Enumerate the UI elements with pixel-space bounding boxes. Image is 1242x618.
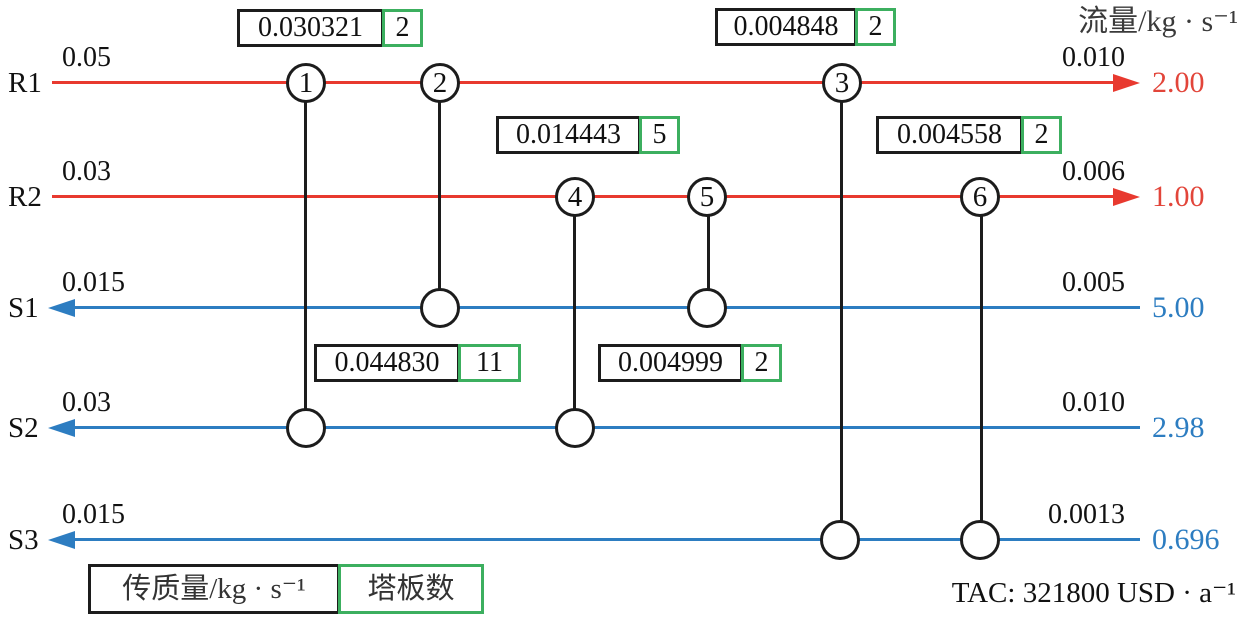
match-line-3 bbox=[840, 83, 843, 540]
exchanger-circle-3: 3 bbox=[822, 63, 862, 103]
exchanger-end-circle-5 bbox=[687, 288, 727, 328]
exchanger-circle-6: 6 bbox=[960, 177, 1000, 217]
flow-value-s3: 0.696 bbox=[1152, 523, 1220, 556]
match-label-box-4: 0.004558 2 bbox=[876, 116, 1062, 154]
match-line-5 bbox=[707, 197, 710, 308]
stage-count: 2 bbox=[382, 9, 423, 47]
stage-count: 11 bbox=[458, 344, 521, 382]
exchanger-circle-1: 1 bbox=[286, 63, 326, 103]
lean-arrow-left-icon bbox=[48, 299, 75, 317]
mass-value: 0.014443 bbox=[496, 116, 641, 154]
outlet-value-r2: 0.006 bbox=[1062, 156, 1125, 187]
stage-count: 2 bbox=[1021, 116, 1062, 154]
legend-stages-label: 塔板数 bbox=[338, 564, 484, 614]
flow-value-r1: 2.00 bbox=[1152, 66, 1205, 99]
lean-arrow-left-icon bbox=[48, 419, 75, 437]
legend: 传质量/kg · s⁻¹ 塔板数 bbox=[88, 564, 484, 614]
outlet-value-s3: 0.0013 bbox=[1048, 499, 1125, 530]
mass-value: 0.030321 bbox=[237, 9, 384, 47]
stream-label-s3: S3 bbox=[8, 524, 39, 556]
stream-line-s1 bbox=[66, 306, 1140, 309]
mass-value: 0.044830 bbox=[314, 344, 460, 382]
exchanger-circle-5: 5 bbox=[687, 177, 727, 217]
inlet-value-s2: 0.03 bbox=[62, 387, 111, 418]
stream-label-r2: R2 bbox=[8, 181, 42, 213]
flow-unit-label: 流量/kg · s⁻¹ bbox=[1078, 5, 1238, 38]
match-line-1 bbox=[304, 83, 307, 428]
match-line-4 bbox=[573, 197, 576, 428]
match-line-2 bbox=[438, 83, 441, 308]
exchanger-end-circle-1 bbox=[286, 408, 326, 448]
mass-value: 0.004848 bbox=[715, 8, 857, 46]
exchanger-end-circle-4 bbox=[555, 408, 595, 448]
match-label-box-5: 0.044830 11 bbox=[314, 344, 521, 382]
exchanger-end-circle-2 bbox=[420, 288, 460, 328]
stream-label-r1: R1 bbox=[8, 67, 42, 99]
match-label-box-2: 0.004848 2 bbox=[715, 8, 896, 46]
match-label-box-1: 0.030321 2 bbox=[237, 9, 423, 47]
inlet-value-r2: 0.03 bbox=[62, 156, 111, 187]
outlet-value-s1: 0.005 bbox=[1062, 267, 1125, 298]
exchanger-end-circle-3 bbox=[820, 520, 860, 560]
exchanger-end-circle-6 bbox=[960, 520, 1000, 560]
stream-line-s2 bbox=[66, 426, 1140, 429]
rich-arrow-right-icon bbox=[1113, 74, 1140, 92]
flow-value-s2: 2.98 bbox=[1152, 411, 1205, 444]
rich-arrow-right-icon bbox=[1113, 188, 1140, 206]
stage-count: 2 bbox=[741, 344, 782, 382]
outlet-value-s2: 0.010 bbox=[1062, 387, 1125, 418]
flow-value-r2: 1.00 bbox=[1152, 180, 1205, 213]
outlet-value-r1: 0.010 bbox=[1062, 42, 1125, 73]
exchanger-circle-2: 2 bbox=[420, 63, 460, 103]
inlet-value-s3: 0.015 bbox=[62, 499, 125, 530]
match-label-box-6: 0.004999 2 bbox=[598, 344, 782, 382]
stream-label-s2: S2 bbox=[8, 412, 39, 444]
inlet-value-s1: 0.015 bbox=[62, 267, 125, 298]
match-line-6 bbox=[980, 197, 983, 540]
stream-label-s1: S1 bbox=[8, 292, 39, 324]
legend-mass-label: 传质量/kg · s⁻¹ bbox=[88, 564, 340, 614]
mass-value: 0.004999 bbox=[598, 344, 743, 382]
stage-count: 5 bbox=[639, 116, 680, 154]
inlet-value-r1: 0.05 bbox=[62, 42, 111, 73]
tac-annotation: TAC: 321800 USD · a⁻¹ bbox=[951, 577, 1236, 609]
stage-count: 2 bbox=[855, 8, 896, 46]
lean-arrow-left-icon bbox=[48, 531, 75, 549]
stream-line-r1 bbox=[52, 81, 1118, 84]
flow-value-s1: 5.00 bbox=[1152, 291, 1205, 324]
mass-value: 0.004558 bbox=[876, 116, 1023, 154]
exchanger-circle-4: 4 bbox=[555, 177, 595, 217]
stream-line-s3 bbox=[66, 538, 1140, 541]
match-label-box-3: 0.014443 5 bbox=[496, 116, 680, 154]
